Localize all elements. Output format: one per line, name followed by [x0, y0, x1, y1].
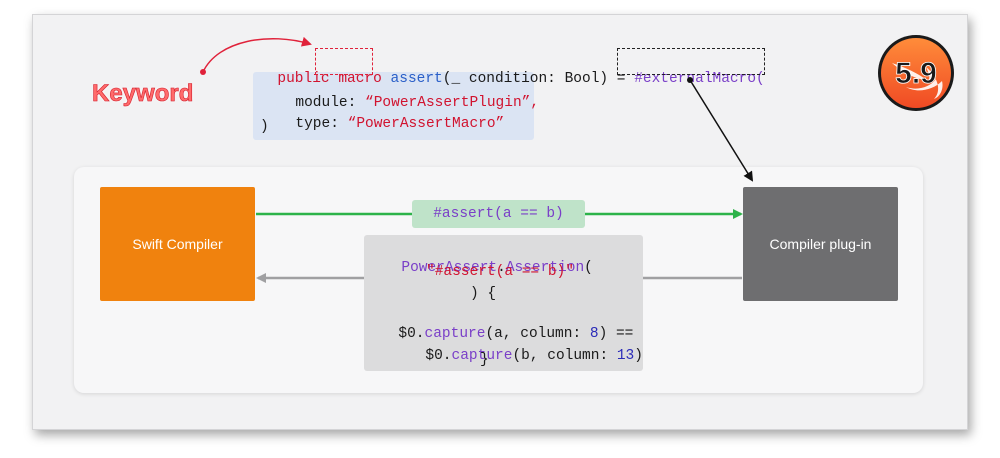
capture-prefix-b: $0.	[425, 348, 452, 364]
response-line-5: $0.capture(b, column: 13)	[408, 329, 643, 365]
signature-line-1: public macro assert(_ condition: Bool) =…	[260, 52, 765, 88]
request-code: #assert(a == b)	[412, 200, 585, 228]
response-code-block	[364, 235, 643, 371]
response-line-6: }	[480, 352, 489, 368]
capture-prefix-a: $0.	[398, 326, 425, 342]
swift-compiler-label: Swift Compiler	[132, 236, 223, 252]
request-code-text: #assert(a == b)	[433, 206, 564, 222]
response-line-4: $0.capture(a, column: 8) ==	[381, 307, 633, 343]
response-line-3: ) {	[470, 286, 497, 302]
external-macro-highlight-box	[617, 48, 765, 75]
compiler-plugin-label: Compiler plug-in	[769, 236, 872, 252]
swift-version-badge: 5.9	[878, 35, 954, 111]
capture-post-b: )	[634, 348, 643, 364]
capture-post-a: ) ==	[598, 326, 634, 342]
swift-compiler-box: Swift Compiler	[100, 187, 255, 301]
response-dot: .	[497, 260, 506, 276]
capture-column-a: 8	[589, 326, 599, 342]
type-label: type:	[295, 116, 339, 132]
keyword-pointer-dot	[200, 69, 206, 75]
capture-column-b: 13	[616, 348, 635, 364]
signature-line-4: )	[260, 119, 269, 135]
compiler-plugin-box: Compiler plug-in	[743, 187, 898, 301]
signature-line-3: type: “PowerAssertMacro”	[278, 97, 504, 133]
keyword-annotation: Keyword	[92, 80, 194, 108]
plugin-pointer-arrow	[689, 79, 754, 182]
keyword-pointer-arrow	[202, 36, 312, 73]
response-line-2: "#assert(a == b)"	[426, 264, 574, 280]
type-value: “PowerAssertMacro”	[347, 116, 505, 132]
code-highlight	[253, 72, 534, 140]
module-value: “PowerAssertPlugin”,	[365, 95, 540, 111]
response-paren: (	[584, 260, 593, 276]
assert-params: (_ condition: Bool) =	[442, 71, 626, 87]
swift-version-text: 5.9	[895, 57, 937, 90]
macro-highlight-box	[315, 48, 373, 75]
capture-args-a: (a, column:	[485, 326, 590, 342]
signature-line-2: module: “PowerAssertPlugin”,	[278, 76, 539, 112]
macro-keyword: macro	[338, 71, 382, 87]
module-label: module:	[295, 95, 357, 111]
response-type: PowerAssert	[401, 260, 498, 276]
plugin-pointer-dot	[687, 77, 693, 83]
capture-call-a: capture	[424, 326, 486, 342]
swift-bird-icon	[892, 63, 943, 99]
capture-args-b: (b, column:	[512, 348, 617, 364]
assert-name: assert	[390, 71, 443, 87]
external-macro: #externalMacro(	[634, 71, 765, 87]
public-keyword: public	[277, 71, 330, 87]
response-line-1: PowerAssert.Assertion(	[384, 241, 593, 277]
capture-call-b: capture	[451, 348, 513, 364]
response-method: Assertion	[505, 260, 585, 276]
